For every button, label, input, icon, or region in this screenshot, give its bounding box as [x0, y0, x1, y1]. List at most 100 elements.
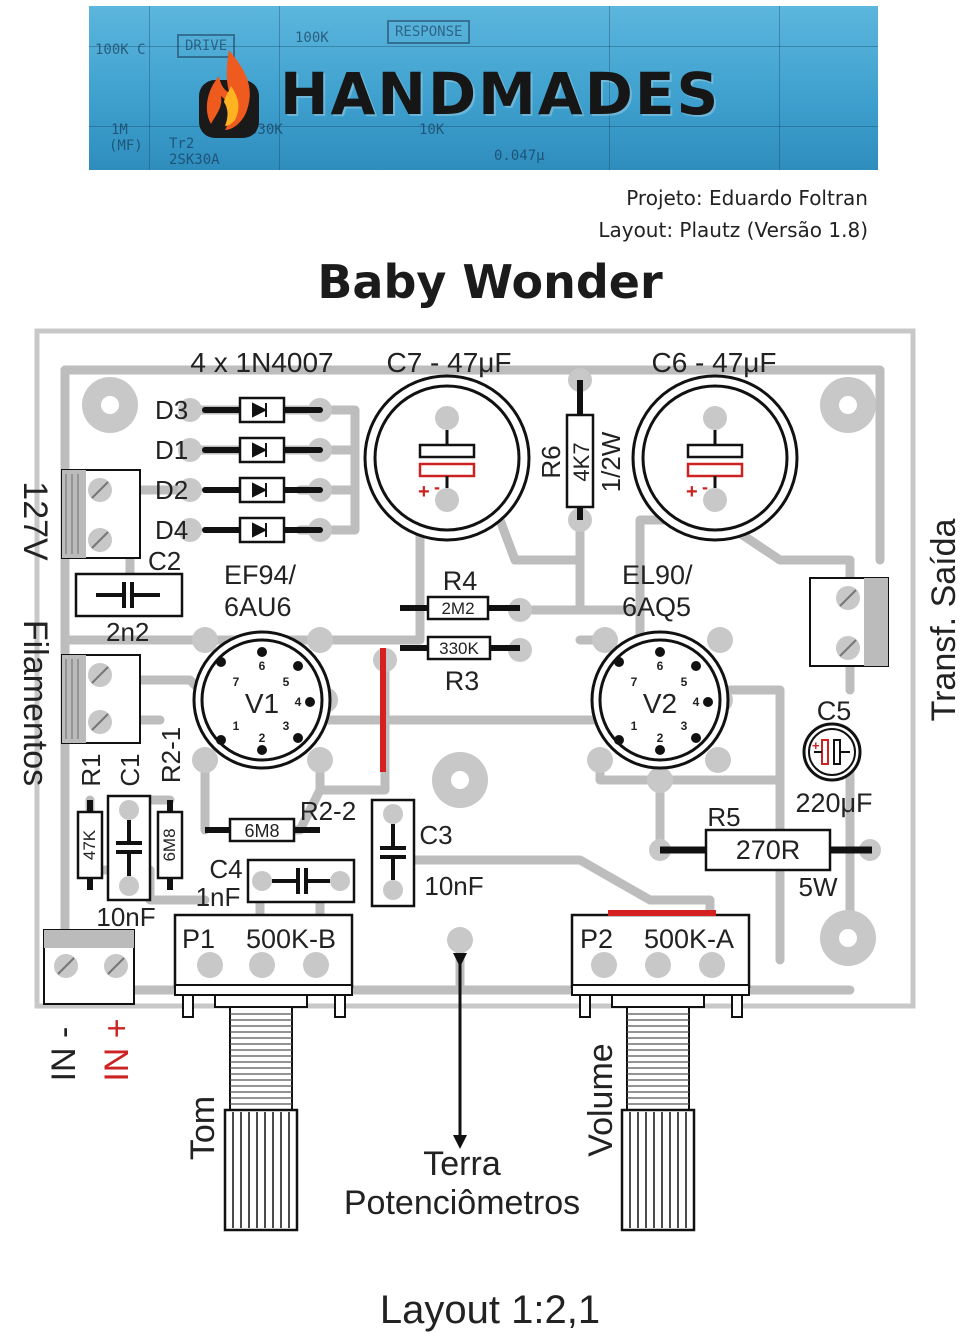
ground-label: Terra: [423, 1145, 501, 1183]
resistor-r2-2: [205, 817, 320, 843]
r2-1-name: R2-1: [156, 727, 186, 783]
r5-value: 270R: [736, 835, 801, 865]
v1-pin-5: 5: [283, 675, 290, 689]
c6-minus-sign: -: [702, 477, 708, 497]
capacitor-c4: [246, 858, 356, 904]
banner-10k-label: 10K: [419, 122, 445, 138]
resistor-r6: [565, 380, 595, 520]
tube-socket-v2: [590, 630, 730, 770]
v2-alt: 6AQ5: [622, 592, 691, 622]
v1-pin-3: 3: [283, 719, 290, 733]
c2-name: C2: [148, 546, 181, 576]
diode-d2: [238, 476, 286, 504]
v2-pin-6: 6: [657, 659, 664, 673]
terminal-block-input: [43, 929, 135, 1005]
capacitor-c1: [106, 794, 152, 902]
banner-capacitor-label: 0.047μ: [494, 148, 545, 164]
c7-label: C7 - 47μF: [386, 347, 511, 378]
r2-2-name: R2-2: [300, 796, 356, 826]
v2-name: V2: [643, 688, 677, 719]
diodes-label: 4 x 1N4007: [190, 347, 333, 378]
input-plus-label: IN +: [98, 1018, 136, 1081]
v1-name: V1: [245, 688, 279, 719]
capacitor-c6: + -: [631, 374, 799, 542]
c7-minus-sign: -: [434, 477, 440, 497]
mounting-holes: [82, 377, 876, 966]
v2-pin-7: 7: [631, 675, 638, 689]
d3-label: D3: [155, 395, 188, 425]
capacitor-c2: [74, 572, 184, 618]
p1-name: P1: [182, 924, 215, 954]
v1-pin-2: 2: [259, 731, 266, 745]
c1-name: C1: [115, 753, 145, 786]
c7-plus-sign: +: [418, 481, 430, 503]
d4-label: D4: [155, 515, 188, 545]
layout-scale: Layout 1:2,1: [379, 1288, 601, 1332]
resistor-r1: [76, 800, 104, 890]
r5-name: R5: [707, 802, 740, 832]
banner-drive-label: DRIVE: [177, 34, 236, 58]
board-outline: [34, 328, 916, 1009]
capacitor-c5: +: [802, 722, 862, 782]
terminal-block-output: [809, 577, 889, 667]
d1-label: D1: [155, 435, 188, 465]
r6-rating: 1/2W: [596, 431, 626, 492]
v2-pin-2: 2: [657, 731, 664, 745]
banner-100k-label: 100K: [295, 30, 329, 46]
r5-rating: 5W: [799, 872, 838, 902]
banner-2sk30a-label: 2SK30A: [169, 152, 220, 168]
banner-response-label: RESPONSE: [387, 20, 471, 44]
r4-name: R4: [443, 566, 478, 596]
r3-name: R3: [445, 666, 480, 696]
v1-type: EF94/: [224, 560, 297, 590]
banner-mf-label: (MF): [109, 138, 143, 154]
voltage-127v-label: 127V: [16, 481, 54, 561]
terminal-block-127v: [61, 469, 141, 559]
potentiometer-p1: [173, 913, 354, 1232]
p2-name: P2: [580, 924, 613, 954]
p2-value: 500K-A: [644, 924, 734, 954]
resistor-r4: [400, 595, 520, 621]
r4-value: 2M2: [441, 599, 474, 618]
v1-pin-7: 7: [233, 675, 240, 689]
v2-pin-5: 5: [681, 675, 688, 689]
c6-label: C6 - 47μF: [651, 347, 776, 378]
p1-value: 500K-B: [246, 924, 336, 954]
diode-array: [202, 407, 323, 533]
c2-value: 2n2: [106, 617, 149, 647]
page-title: Baby Wonder: [317, 255, 663, 309]
project-credit: Projeto: Eduardo Foltran: [626, 186, 868, 210]
output-transformer-label: Transf. Saída: [925, 518, 960, 721]
r2-1-value: 6M8: [160, 828, 179, 861]
tone-label: Tom: [184, 1096, 222, 1160]
c4-name: C4: [209, 854, 242, 884]
d2-label: D2: [155, 475, 188, 505]
c3-name: C3: [419, 820, 452, 850]
volume-label: Volume: [582, 1043, 620, 1156]
flame-logo-icon: [197, 46, 261, 140]
c5-value: 220μF: [795, 788, 872, 818]
r6-name: R6: [536, 445, 566, 478]
c4-value: 1nF: [196, 882, 241, 912]
v2-type: EL90/: [622, 560, 693, 590]
r1-value: 47K: [80, 829, 99, 860]
capacitor-c3: [370, 798, 416, 908]
c6-plus-sign: +: [686, 481, 698, 503]
r6-value: 4K7: [569, 442, 594, 481]
terminal-block-filaments: [61, 654, 141, 744]
r1-name: R1: [76, 753, 106, 786]
capacitor-c7: + -: [363, 374, 531, 542]
layout-credit: Layout: Plautz (Versão 1.8): [598, 218, 868, 242]
v2-pin-4: 4: [693, 695, 700, 709]
v2-pin-3: 3: [681, 719, 688, 733]
banner-100kc-label: 100K C: [95, 42, 146, 58]
brand-name: HANDMADES: [280, 60, 721, 128]
c3-value: 10nF: [424, 871, 483, 901]
c1-value: 10nF: [96, 902, 155, 932]
input-minus-label: IN -: [45, 1027, 83, 1082]
potentiometer-p2: [570, 913, 751, 1232]
banner-tr2-label: Tr2: [169, 136, 195, 152]
r2-2-value: 6M8: [244, 821, 279, 841]
v1-pin-4: 4: [295, 695, 302, 709]
